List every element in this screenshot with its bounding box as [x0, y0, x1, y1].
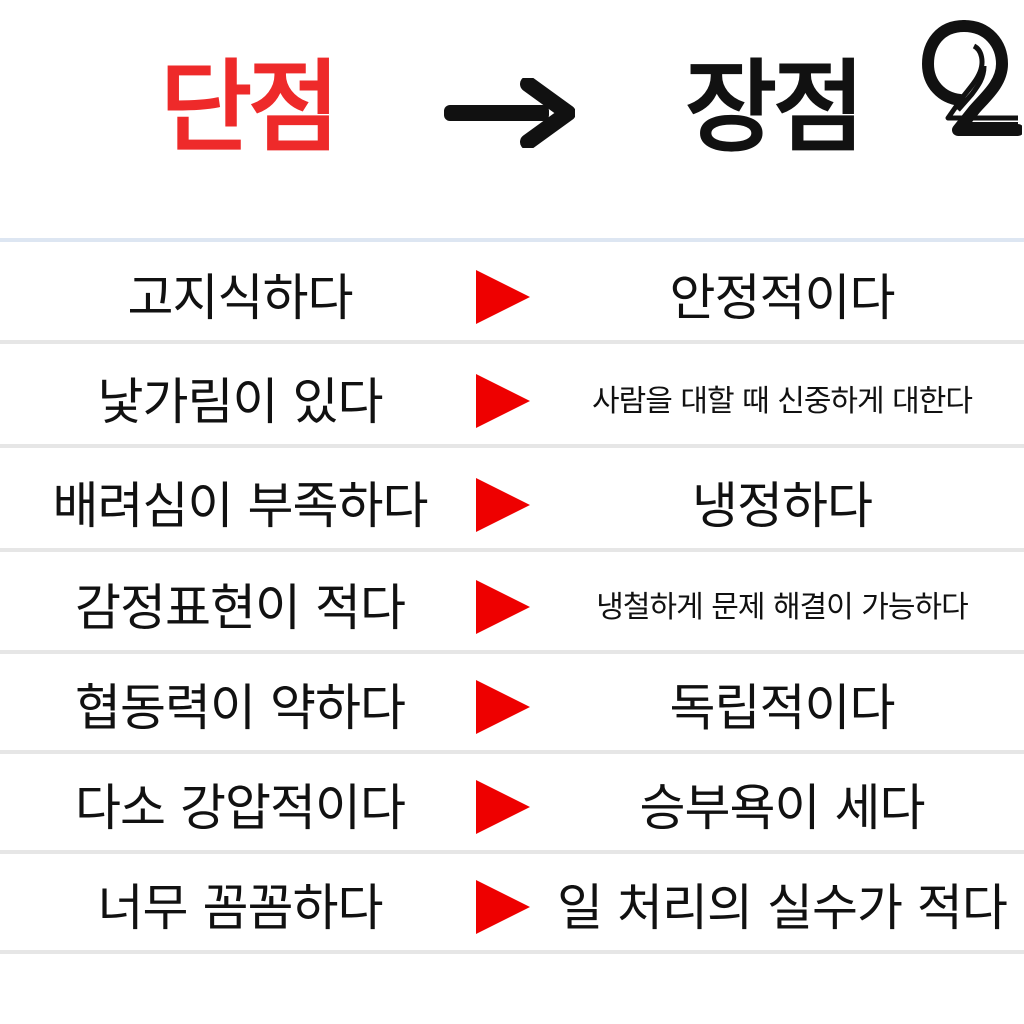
table-row: 다소 강압적이다 승부욕이 세다 [0, 754, 1024, 854]
table-row: 고지식하다 안정적이다 [0, 244, 1024, 344]
triangle-right-icon [476, 270, 530, 324]
row-divider [0, 340, 1024, 344]
header: 단점 장점 [0, 0, 1024, 200]
table-row: 너무 꼼꼼하다 일 처리의 실수가 적다 [0, 854, 1024, 954]
row-divider [0, 650, 1024, 654]
row-divider [0, 750, 1024, 754]
strength-cell: 승부욕이 세다 [639, 779, 926, 837]
row-divider [0, 850, 1024, 854]
table-row: 배려심이 부족하다 냉정하다 [0, 452, 1024, 552]
strength-cell: 냉정하다 [692, 477, 873, 535]
strength-cell: 냉철하게 문제 해결이 가능하다 [596, 590, 968, 625]
weakness-cell: 고지식하다 [127, 269, 354, 327]
weakness-cell: 낯가림이 있다 [97, 373, 384, 431]
table-top-divider [0, 238, 1024, 242]
triangle-right-icon [476, 680, 530, 734]
weakness-cell: 협동력이 약하다 [75, 679, 406, 737]
triangle-right-icon [476, 880, 530, 934]
strength-cell: 독립적이다 [669, 679, 896, 737]
strength-cell: 사람을 대할 때 신중하게 대한다 [592, 384, 973, 419]
table-row: 협동력이 약하다 독립적이다 [0, 654, 1024, 754]
triangle-right-icon [476, 478, 530, 532]
weakness-cell: 감정표현이 적다 [75, 579, 406, 637]
table-row: 낯가림이 있다 사람을 대할 때 신중하게 대한다 [0, 348, 1024, 448]
strength-cell: 안정적이다 [669, 269, 896, 327]
row-divider [0, 444, 1024, 448]
row-divider [0, 950, 1024, 954]
weakness-cell: 너무 꼼꼼하다 [97, 879, 384, 937]
triangle-right-icon [476, 580, 530, 634]
brand-logo-icon [921, 20, 1022, 136]
weakness-title: 단점 [160, 49, 340, 166]
weakness-cell: 다소 강압적이다 [75, 779, 406, 837]
strength-cell: 일 처리의 실수가 적다 [557, 879, 1008, 937]
weakness-cell: 배려심이 부족하다 [52, 477, 429, 535]
row-divider [0, 548, 1024, 552]
arrow-right-icon [444, 78, 575, 148]
triangle-right-icon [476, 780, 530, 834]
table-row: 감정표현이 적다 냉철하게 문제 해결이 가능하다 [0, 554, 1024, 654]
triangle-right-icon [476, 374, 530, 428]
strength-title: 장점 [685, 49, 865, 166]
